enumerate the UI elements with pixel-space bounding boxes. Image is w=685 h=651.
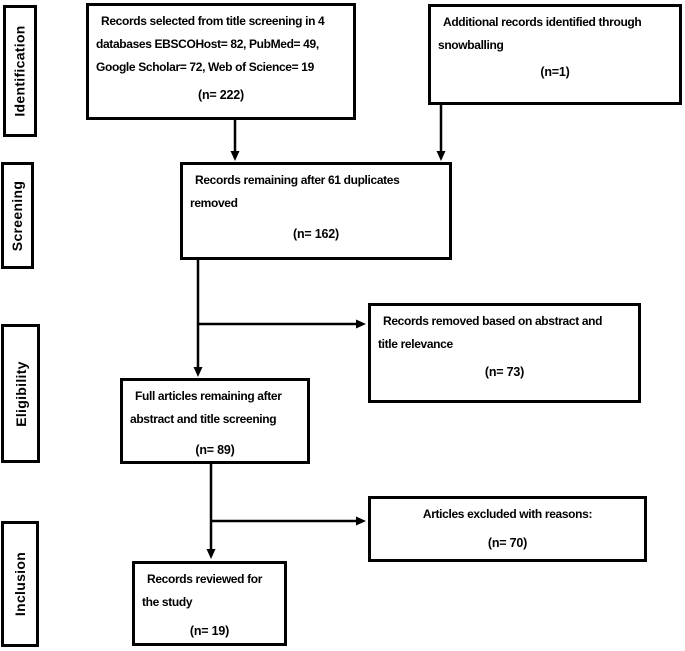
additional-records-text: Additional records identified through sn… xyxy=(438,15,642,52)
records-remaining-text: Records remaining after 61 duplicates re… xyxy=(190,173,400,210)
box-articles-excluded: Articles excluded with reasons: (n= 70) xyxy=(368,496,647,562)
box-additional-records: Additional records identified through sn… xyxy=(428,4,682,105)
stage-label-screening-text: Screening xyxy=(9,180,26,251)
stage-label-inclusion: Inclusion xyxy=(1,521,39,647)
records-remaining-count: (n= 162) xyxy=(293,227,339,241)
stage-label-screening: Screening xyxy=(1,162,34,269)
additional-records-count: (n=1) xyxy=(540,65,570,79)
stage-label-inclusion-text: Inclusion xyxy=(12,551,28,617)
articles-excluded-count: (n= 70) xyxy=(487,536,528,550)
box-records-reviewed: Records reviewed for the study (n= 19) xyxy=(132,561,287,646)
box-records-removed: Records removed based on abstract and ti… xyxy=(368,303,641,403)
records-removed-count: (n= 73) xyxy=(484,365,525,379)
stage-label-identification-text: Identification xyxy=(12,25,28,117)
records-reviewed-count: (n= 19) xyxy=(189,624,230,638)
records-reviewed-text: Records reviewed for the study xyxy=(142,572,263,609)
stage-label-eligibility-text: Eligibility xyxy=(12,360,29,427)
records-selected-count: (n= 222) xyxy=(198,88,244,102)
box-records-selected: Records selected from title screening in… xyxy=(86,3,356,120)
box-records-remaining: Records remaining after 61 duplicates re… xyxy=(180,162,452,260)
stage-label-eligibility: Eligibility xyxy=(1,324,40,463)
stage-label-identification: Identification xyxy=(3,5,37,137)
full-articles-text: Full articles remaining after abstract a… xyxy=(130,389,282,426)
articles-excluded-text: Articles excluded with reasons: xyxy=(422,507,593,521)
records-removed-text: Records removed based on abstract and ti… xyxy=(378,314,603,351)
box-full-articles: Full articles remaining after abstract a… xyxy=(120,378,310,464)
full-articles-count: (n= 89) xyxy=(195,443,235,457)
records-selected-text: Records selected from title screening in… xyxy=(96,14,325,74)
